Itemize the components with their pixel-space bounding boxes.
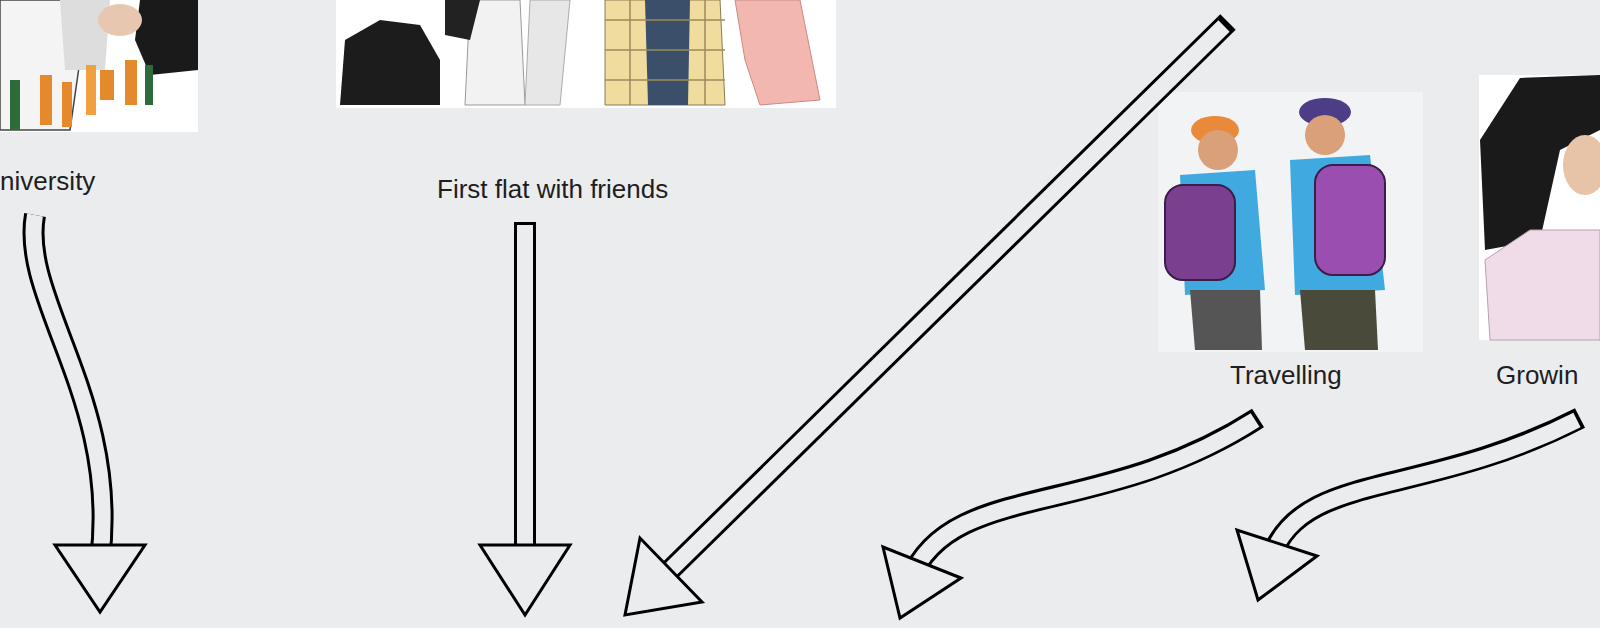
travellers-illustration	[1158, 92, 1423, 352]
caption-label: Travelling	[1230, 360, 1342, 390]
hollow-arrow	[33, 215, 145, 612]
hollow-arrow	[625, 22, 1228, 615]
growing-illustration	[1479, 75, 1600, 340]
hollow-arrow	[1237, 418, 1580, 600]
caption-label: niversity	[0, 166, 95, 196]
hollow-arrow	[480, 222, 570, 615]
friends-illustration	[336, 0, 836, 108]
caption-label: First flat with friends	[437, 174, 668, 204]
hollow-arrow	[883, 418, 1258, 618]
party-illustration	[0, 0, 198, 132]
caption-label: Growin	[1496, 360, 1578, 390]
